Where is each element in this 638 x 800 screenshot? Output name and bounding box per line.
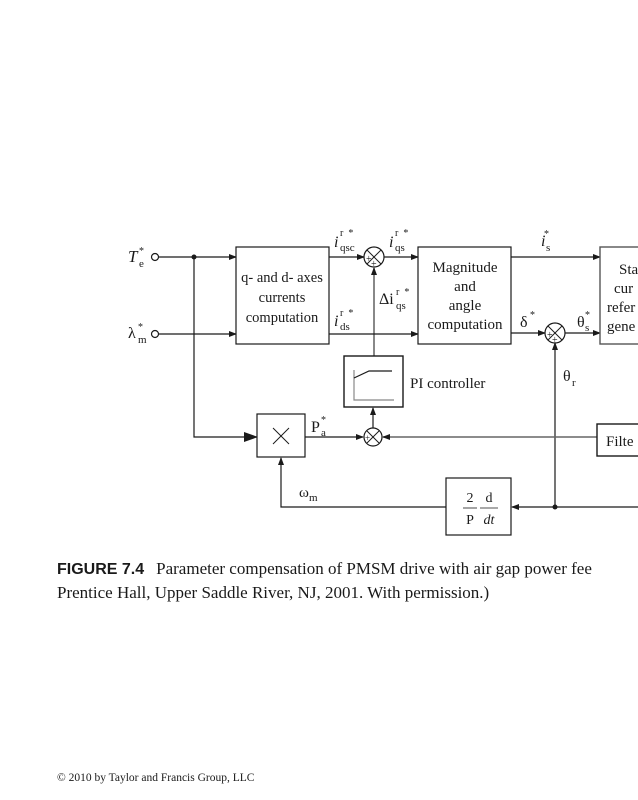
- figure-number: FIGURE 7.4: [57, 561, 145, 578]
- label-base: θ: [563, 368, 571, 385]
- label-sup: *: [544, 229, 549, 240]
- fraction-numerator: 2: [467, 491, 474, 506]
- label-base: i: [334, 234, 338, 251]
- stator-current-reference-generator-block: Sta cur refer gene: [599, 246, 638, 345]
- iqs-label: i qs r *: [389, 228, 408, 254]
- label-base: ω: [299, 485, 309, 501]
- omega-m-label: ω m: [299, 485, 318, 504]
- label-sub: s: [585, 322, 589, 334]
- block-text: cur: [614, 281, 633, 297]
- block-text: gene: [607, 319, 636, 335]
- flux-sup: *: [138, 322, 143, 333]
- label-sup: r *: [340, 228, 353, 239]
- pi-response-icon: [353, 370, 392, 379]
- delta-label: δ *: [520, 310, 535, 331]
- summing-junction-iqs: + +: [363, 246, 385, 270]
- block-text: currents: [259, 290, 306, 306]
- label-base: Δi: [379, 291, 394, 308]
- pi-controller-label: PI controller: [410, 376, 485, 392]
- omega-m-line: [278, 457, 446, 508]
- torque-label: T: [128, 247, 139, 266]
- label-sub: m: [309, 492, 318, 504]
- label-sub: qsc: [340, 242, 355, 254]
- plus-sign: +: [547, 330, 553, 341]
- plus-sign: +: [366, 254, 372, 265]
- caption-line-2: Prentice Hall, Upper Saddle River, NJ, 2…: [57, 583, 490, 602]
- label-base: P: [311, 419, 320, 436]
- label-sup: r *: [340, 308, 353, 319]
- block-diagram: T e * λ m * q- and d- axes currents comp…: [128, 228, 638, 536]
- multiply-icon: [272, 427, 290, 445]
- label-sup: *: [321, 415, 326, 426]
- summing-junction-theta: + +: [544, 322, 566, 346]
- label-sub: r: [572, 377, 576, 389]
- multiplier-block: [256, 413, 306, 458]
- label-base: θ: [577, 314, 585, 331]
- figure-caption: FIGURE 7.4 Parameter compensation of PMSM…: [57, 557, 638, 604]
- ids-label: i ds r *: [334, 308, 353, 333]
- derivative-block: 2 P d dt: [445, 477, 512, 536]
- filter-block: Filte: [596, 423, 638, 457]
- pi-controller-block: [343, 355, 404, 408]
- label-sup: *: [585, 310, 590, 321]
- is-label: i s *: [541, 229, 550, 254]
- plus-sign: +: [552, 335, 558, 346]
- block-text: computation: [428, 317, 503, 333]
- label-base: δ: [520, 314, 528, 331]
- label-base: i: [541, 233, 545, 250]
- torque-sub: e: [139, 258, 144, 270]
- caption-text-1: Parameter compensation of PMSM drive wit…: [156, 559, 592, 578]
- plus-sign: +: [371, 259, 377, 270]
- pa-label: P a *: [311, 415, 326, 439]
- magnitude-angle-computation-block: Magnitude and angle computation: [417, 246, 512, 345]
- plus-sign: +: [365, 433, 370, 443]
- label-sub: a: [321, 427, 326, 439]
- label-sup: r *: [396, 287, 409, 298]
- theta-r-label: θ r: [563, 368, 576, 389]
- label-sub: ds: [340, 321, 350, 333]
- copyright-footer: © 2010 by Taylor and Francis Group, LLC: [57, 772, 255, 784]
- label-sub: qs: [395, 242, 405, 254]
- block-text: Magnitude: [433, 260, 498, 276]
- junction-dot: [552, 504, 558, 510]
- block-text: Filte: [606, 434, 634, 450]
- torque-sup: *: [139, 246, 144, 257]
- fraction-denominator: P: [466, 513, 474, 528]
- fraction-denominator: dt: [484, 513, 496, 528]
- qd-currents-computation-block: q- and d- axes currents computation: [235, 246, 330, 345]
- flux-label: λ: [128, 325, 136, 342]
- label-base: i: [389, 234, 393, 251]
- label-base: i: [334, 313, 338, 330]
- caption-line-1: FIGURE 7.4 Parameter compensation of PMSM…: [57, 557, 638, 581]
- block-text: q- and d- axes: [241, 270, 323, 286]
- label-sub: qs: [396, 300, 406, 312]
- fraction-numerator: d: [486, 491, 493, 506]
- input-flux-reference: λ m *: [128, 322, 160, 346]
- label-sup: *: [530, 310, 535, 321]
- pi-axes-icon: [353, 370, 394, 401]
- block-text: angle: [449, 298, 482, 314]
- input-terminal-icon: [150, 252, 160, 262]
- flux-sub: m: [138, 334, 147, 346]
- block-text: refer: [607, 300, 635, 316]
- label-sup: r *: [395, 228, 408, 239]
- block-text: and: [454, 279, 476, 295]
- block-text: Sta: [619, 262, 638, 278]
- torque-to-multiplier-line: [193, 257, 258, 442]
- block-text: computation: [246, 310, 319, 326]
- iqsc-label: i qsc r *: [334, 228, 355, 254]
- input-torque-reference: T e *: [128, 246, 160, 270]
- label-sub: s: [546, 242, 550, 254]
- delta-iqs-label: Δi qs r *: [379, 287, 409, 312]
- summing-junction-power: +: [363, 427, 383, 447]
- input-terminal-icon: [150, 329, 160, 339]
- theta-s-label: θ s *: [577, 310, 590, 334]
